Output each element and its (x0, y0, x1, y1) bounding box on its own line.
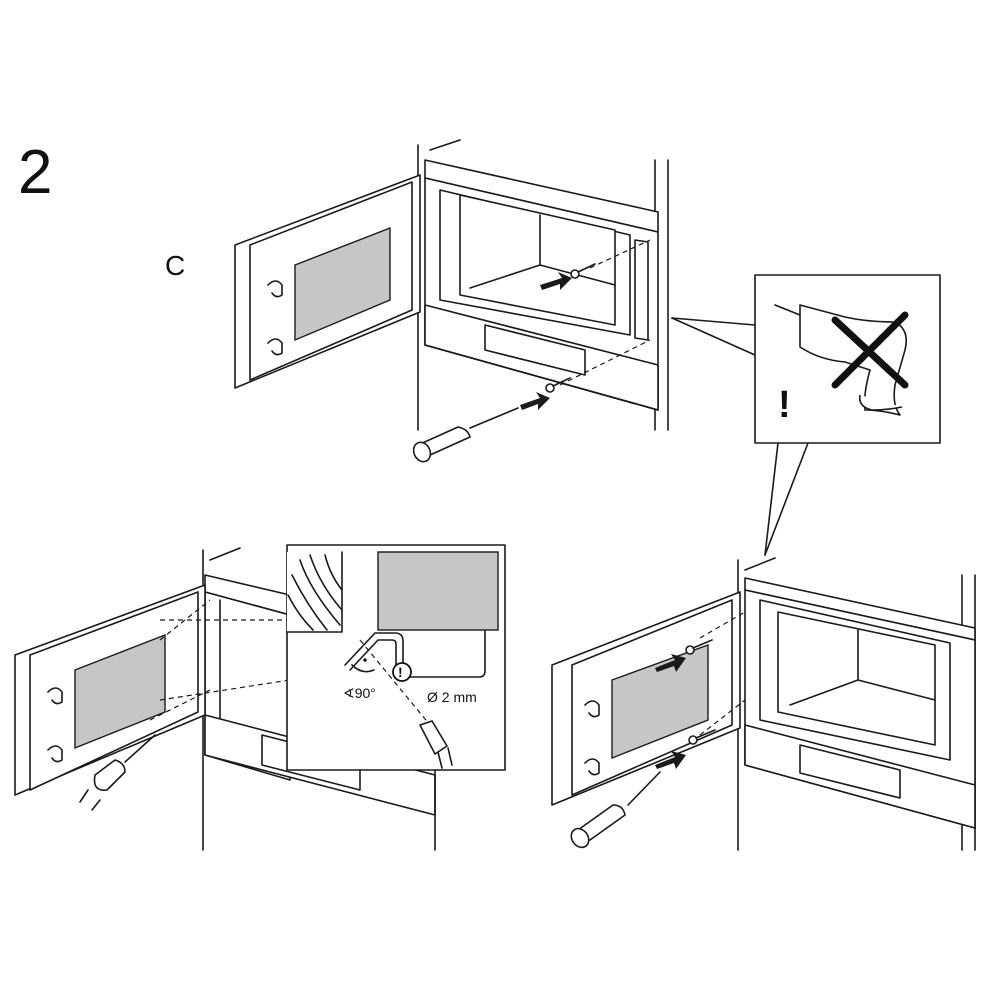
screw-icon (545, 377, 571, 393)
power-drill-icon (774, 304, 908, 416)
drill-diameter-label: Ø 2 mm (427, 689, 477, 705)
warning-mark: ! (778, 384, 791, 426)
top-microwave-illustration (234, 139, 669, 463)
substep-label: C (165, 250, 186, 281)
inset-warning-mark: ! (398, 664, 403, 680)
wood-grain-icon (286, 551, 343, 633)
screwdriver-icon (412, 407, 519, 463)
warning-circle-icon (392, 662, 412, 682)
drill-bit-icon (79, 734, 156, 811)
screw-icon (688, 729, 716, 745)
drill-chuck-icon (419, 720, 453, 769)
bottom-right-microwave-illustration (551, 557, 976, 851)
step-number: 2 (18, 138, 53, 207)
drilling-detail-inset (286, 544, 506, 771)
screw-icon (570, 263, 596, 279)
prohibited-cross-icon (831, 311, 909, 389)
no-power-drill-callout (754, 274, 941, 444)
angle-label: ∢90° (343, 685, 376, 701)
screwdriver-icon (570, 771, 661, 849)
screw-icon (685, 639, 713, 655)
